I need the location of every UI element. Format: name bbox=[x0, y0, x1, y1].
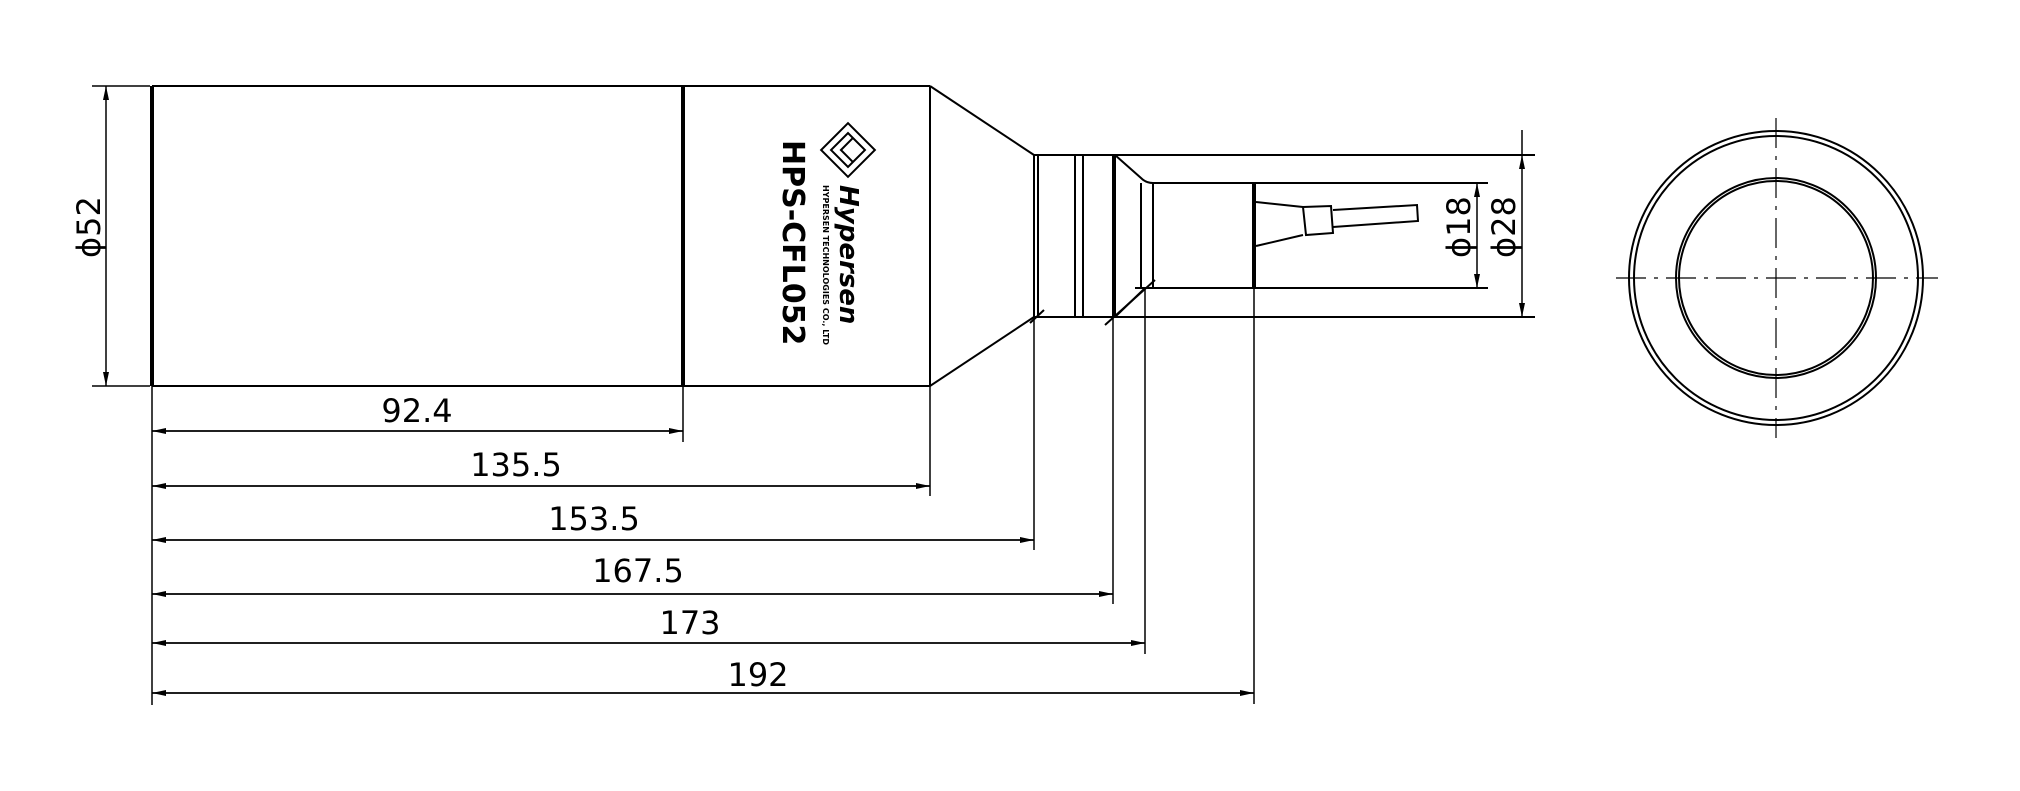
sensor-body bbox=[150, 85, 931, 387]
dim-length-92-4: 92.4 bbox=[152, 392, 683, 434]
sensor-cone bbox=[929, 85, 1035, 387]
model-label: HPS-CFL052 bbox=[775, 140, 810, 345]
extension-lines bbox=[151, 288, 1255, 705]
svg-text:ϕ18: ϕ18 bbox=[1440, 196, 1478, 258]
svg-text:192: 192 bbox=[727, 656, 788, 694]
svg-text:92.4: 92.4 bbox=[381, 392, 452, 430]
brand-logo: Hypersen HYPERSEN TECHNOLOGIES CO., LTD bbox=[819, 121, 877, 345]
cable-connector bbox=[1255, 201, 1420, 247]
end-view bbox=[1616, 118, 1938, 438]
sensor-tip bbox=[1135, 182, 1488, 289]
svg-text:135.5: 135.5 bbox=[470, 446, 562, 484]
dim-diameter-body: ϕ52 bbox=[70, 85, 150, 387]
sensor-neck bbox=[1033, 154, 1535, 318]
svg-text:173: 173 bbox=[659, 604, 720, 642]
dim-length-173: 173 bbox=[152, 604, 1145, 646]
svg-text:ϕ28: ϕ28 bbox=[1485, 196, 1523, 258]
brand-name: Hypersen bbox=[833, 185, 863, 324]
svg-text:167.5: 167.5 bbox=[592, 552, 684, 590]
brand-subtitle: HYPERSEN TECHNOLOGIES CO., LTD bbox=[821, 185, 830, 345]
dim-length-192: 192 bbox=[152, 656, 1254, 696]
dim-diameter-inner-tip: ϕ18 bbox=[1440, 183, 1480, 288]
dim-diameter-outer-tip: ϕ28 bbox=[1485, 130, 1525, 317]
logo-mark-icon bbox=[819, 121, 877, 179]
dim-length-167-5: 167.5 bbox=[152, 552, 1113, 597]
dim-length-153-5: 153.5 bbox=[152, 500, 1034, 543]
dim-length-135-5: 135.5 bbox=[152, 446, 930, 489]
svg-text:ϕ52: ϕ52 bbox=[70, 196, 108, 258]
svg-text:153.5: 153.5 bbox=[548, 500, 640, 538]
